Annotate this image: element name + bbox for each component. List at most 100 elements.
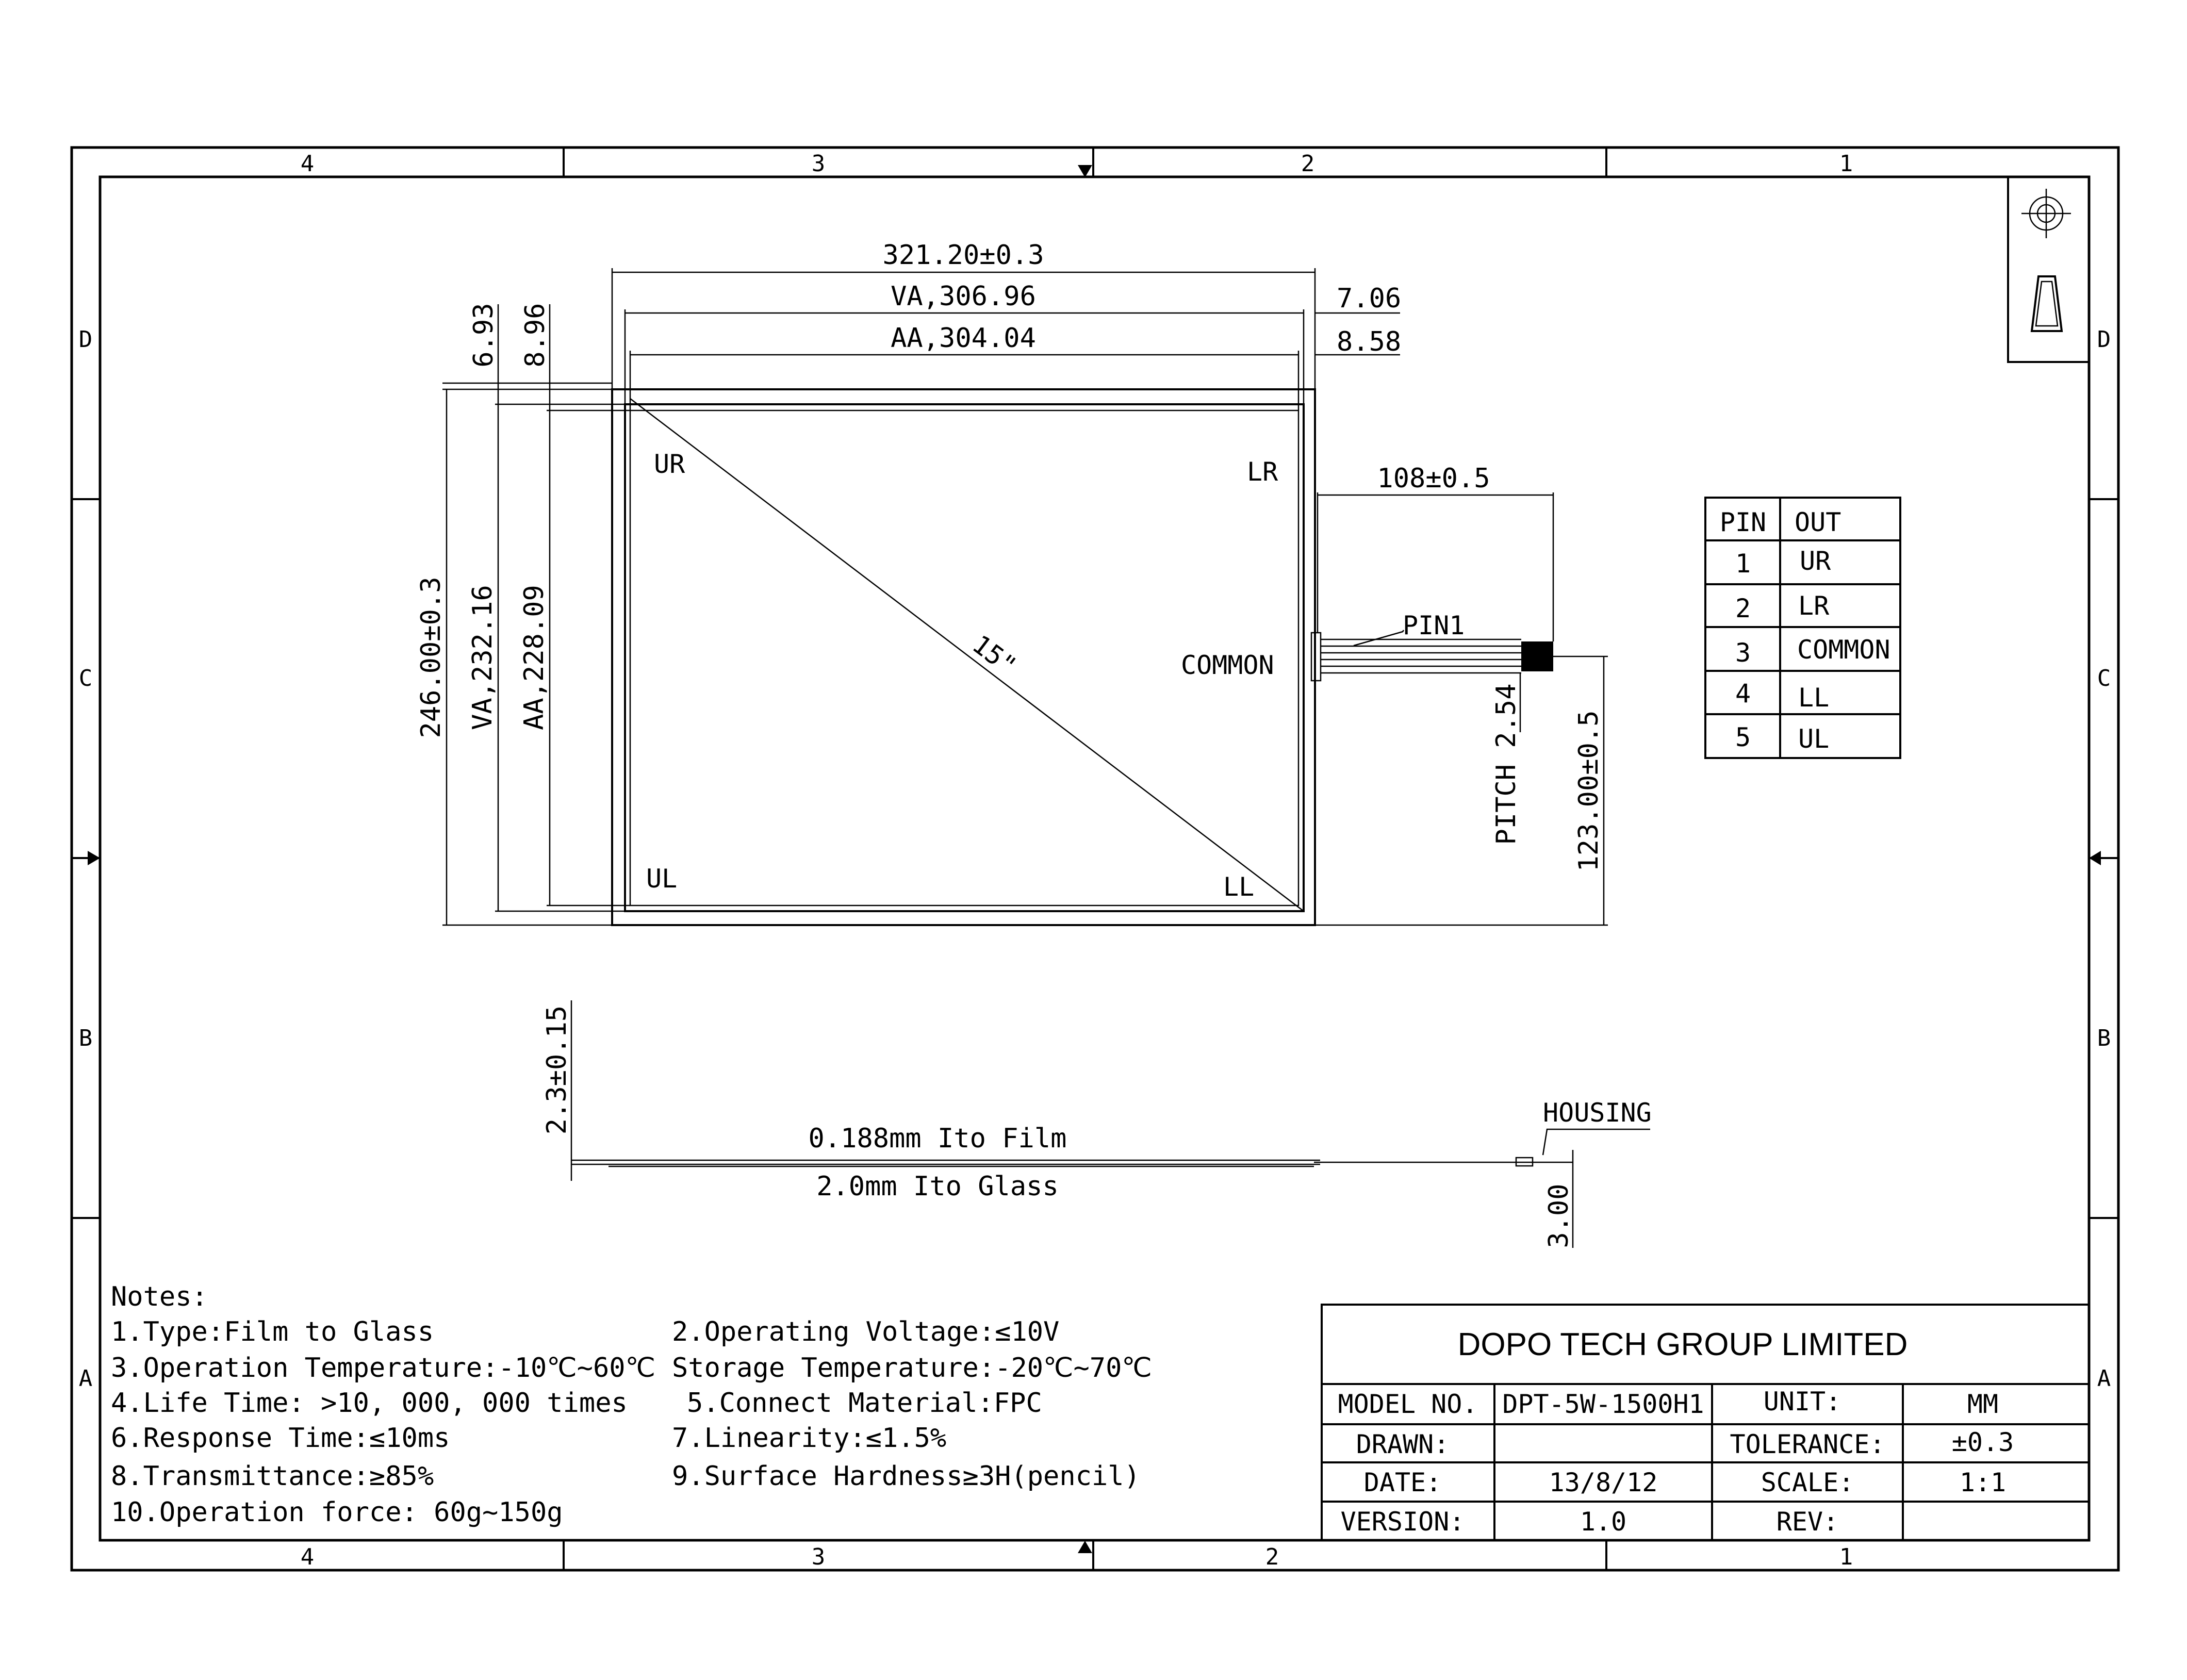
side-view: 2.3±0.15 0.188mm Ito Film 2.0mm Ito Glas… [541,1000,1652,1248]
pin-table-header-pin: PIN [1720,507,1766,537]
dimension-lines [442,268,1608,926]
housing-leader [1542,1128,1650,1156]
zone-top-3: 3 [812,151,826,177]
zone-bottom-1: 1 [1839,1544,1853,1570]
housing-label: HOUSING [1543,1098,1652,1128]
dim-right-offset-va: 7.06 [1337,283,1401,314]
sheet-frame: 4 3 2 1 4 3 2 1 D C B A D C B A [70,146,2120,1572]
pin-table-row-2-pin: 2 [1735,594,1751,623]
rev-label: REV: [1777,1507,1838,1537]
tolerance-value: ±0.3 [1952,1427,2014,1457]
note-10: 10.Operation force: 60g~150g [111,1497,563,1528]
center-mark-right [2089,851,2101,865]
aa-outline [629,409,1300,907]
pin-table-row-5-out: UL [1798,724,1829,754]
dim-thickness: 2.3±0.15 [541,1006,572,1134]
zone-left-D: D [79,326,93,353]
title-block: DOPO TECH GROUP LIMITED MODEL NO. DPT-5W… [1321,1304,2090,1541]
diagonal-line [630,398,1304,912]
date-value: 13/8/12 [1549,1468,1658,1497]
zone-top-4: 4 [301,151,315,177]
panel-outline [611,388,1316,926]
zone-right-B: B [2097,1025,2111,1051]
zone-bottom-4: 4 [301,1544,315,1570]
center-mark-bottom [1078,1541,1092,1553]
diagonal-size-label: 15" [967,629,1022,681]
dim-housing-height: 3.00 [1543,1183,1574,1248]
projection-cone-icon [2030,275,2063,332]
dim-tail-length: 108±0.5 [1377,463,1490,494]
corner-label-lr: LR [1247,457,1278,487]
drawn-label: DRAWN: [1356,1429,1450,1459]
pin1-leader [1353,630,1405,647]
note-6: 6.Response Time:≤10ms [111,1423,450,1454]
company-name: DOPO TECH GROUP LIMITED [1458,1327,1908,1362]
corner-label-ll: LL [1223,872,1254,902]
pin-table-row-1-pin: 1 [1735,549,1751,579]
dim-top-offset-aa: 8.96 [520,303,551,367]
va-outline [624,403,1305,912]
dim-overall-height: 246.00±0.3 [416,577,447,738]
pin-table-row-4-out: LL [1798,683,1829,713]
zone-right-C: C [2097,665,2111,691]
note-8: 8.Transmittance:≥85% [111,1461,434,1492]
pin-table-row-4-pin: 4 [1735,679,1751,709]
dim-tail-position: 123.00±0.5 [1573,710,1604,871]
projection-symbol [2007,176,2090,363]
unit-value: MM [1967,1389,1998,1419]
notes: Notes: 1.Type:Film to Glass 2.Operating … [111,1281,1152,1528]
dim-right-offset-aa: 8.58 [1337,326,1401,357]
zone-top-2: 2 [1301,151,1315,177]
pin-table-header-out: OUT [1795,507,1841,537]
fpc-connector-housing [1521,641,1553,671]
dimension-labels: 321.20±0.3 VA,306.96 AA,304.04 7.06 8.58… [416,240,1604,872]
common-label: COMMON [1181,650,1274,680]
dim-top-offset-va: 6.93 [468,303,499,367]
zone-bottom-3: 3 [812,1544,826,1570]
dim-overall-width: 321.20±0.3 [882,240,1044,271]
note-3: 3.Operation Temperature:-10℃~60℃ [111,1353,655,1383]
scale-label: SCALE: [1761,1468,1854,1497]
pin-table-row-1-out: UR [1800,546,1831,576]
pin-table-row-5-pin: 5 [1735,722,1751,752]
note-9: 9.Surface Hardness≥3H(pencil) [672,1461,1140,1492]
zone-right-D: D [2097,326,2111,353]
note-1: 1.Type:Film to Glass [111,1316,434,1347]
date-label: DATE: [1364,1468,1442,1497]
pin-table-row-3-out: COMMON [1797,635,1890,665]
note-7: 7.Linearity:≤1.5% [672,1423,946,1454]
version-label: VERSION: [1341,1507,1465,1537]
dim-pitch: PITCH 2.54 [1491,683,1522,845]
corner-label-ur: UR [654,449,685,479]
scale-value: 1:1 [1960,1468,2006,1497]
unit-label: UNIT: [1764,1387,1841,1417]
zone-left-C: C [79,665,93,691]
zone-right-A: A [2097,1365,2111,1392]
housing-block [1515,1157,1534,1167]
pin-table-row-2-out: LR [1798,591,1830,621]
note-4: 4.Life Time: >10, 000, 000 times [111,1388,628,1419]
dim-aa-height: AA,228.09 [519,585,550,730]
center-mark-left [88,851,100,865]
note-2: 2.Operating Voltage:≤10V [672,1316,1059,1347]
model-label: MODEL NO. [1338,1389,1478,1419]
dim-va-width: VA,306.96 [891,281,1036,312]
pin-table: PIN OUT 1 UR 2 LR 3 COMMON 4 LL 5 UL [1704,497,1901,759]
model-value: DPT-5W-1500H1 [1502,1389,1704,1419]
dim-aa-width: AA,304.04 [891,323,1036,354]
zone-left-A: A [79,1365,93,1392]
zone-bottom-2: 2 [1265,1544,1279,1570]
zone-top-1: 1 [1839,151,1853,177]
glass-label: 2.0mm Ito Glass [816,1171,1059,1202]
panel-front-view: UR LR UL LL 15" COMMON [611,388,1316,926]
note-5: 5.Connect Material:FPC [687,1388,1042,1419]
corner-label-ul: UL [646,864,677,894]
note-3-storage: Storage Temperature:-20℃~70℃ [672,1353,1152,1383]
tolerance-label: TOLERANCE: [1730,1429,1885,1459]
pin1-label: PIN1 [1403,611,1465,640]
center-mark-top [1078,165,1092,177]
zone-left-B: B [79,1025,93,1051]
fpc-tail: PIN1 [1310,611,1553,682]
dim-va-height: VA,232.16 [467,585,498,730]
